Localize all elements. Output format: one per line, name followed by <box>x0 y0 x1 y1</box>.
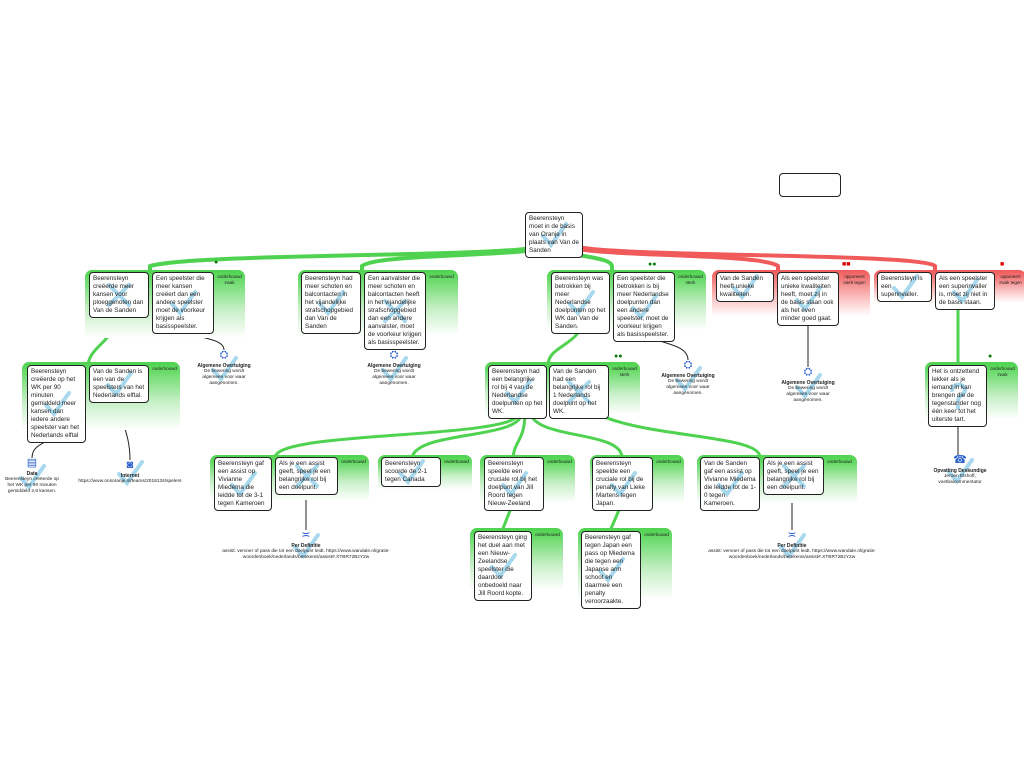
strength-label: onderbouwd <box>535 532 560 537</box>
claim-text: Van de Sanden is een van de speelsters v… <box>93 368 145 399</box>
strength-label: onderbouwd <box>341 459 366 464</box>
strength-label: onderbouwd <box>644 532 669 537</box>
claim-box[interactable]: Beerensteyn ging het duel aan met een Ni… <box>474 531 532 601</box>
strength-label: onderbouwd sterk <box>612 366 637 377</box>
strength-dots-icon: ● <box>988 353 993 360</box>
claim-box[interactable]: Als een speelster een superinvaller is, … <box>935 272 995 310</box>
strength-label: onderbouwd <box>827 459 852 464</box>
claim-box[interactable]: Als je een assist geeft, speel je een be… <box>763 457 824 495</box>
basis-text: assist: vervoer of pass die tot een doel… <box>708 549 876 561</box>
claim-box[interactable]: Beerensteyn speelde een cruciale rol bij… <box>484 457 544 511</box>
people-icon: ⛭ <box>683 359 693 371</box>
strength-dots-icon: ●● <box>648 261 657 268</box>
definition-icon: ≍ <box>787 529 797 541</box>
claim-box[interactable]: Een speelster die betrokken is bij meer … <box>613 272 675 342</box>
strength-label: onderbouwd sterk <box>678 274 703 285</box>
strength-label: onderbouwd <box>152 366 177 371</box>
claim-text: Beerensteyn creëerde op het WK per 90 mi… <box>31 368 79 439</box>
strength-label: onderbouwd zwak <box>990 366 1015 377</box>
claim-text: Een speelster die betrokken is bij meer … <box>617 275 669 338</box>
basis-text: Beerensteyn creëerde op het WK per 90 mi… <box>5 477 59 495</box>
claim-text: Van de Sanden gaf een assist op Vivianne… <box>704 460 756 507</box>
basis-text: De bewering wordt algemeen voor waar aan… <box>372 369 416 387</box>
claim-text: Als je een assist geeft, speel je een be… <box>279 460 331 491</box>
strength-label: onderbouwd <box>429 274 454 279</box>
strength-label: onderbouwd <box>656 459 681 464</box>
claim-box[interactable]: Het is ontzettend lekker als je iemand i… <box>928 365 987 427</box>
claim-text: Als je een assist geeft, speel je een be… <box>767 460 819 491</box>
strength-label: onderbouwd <box>444 459 469 464</box>
globe-icon: ◙ <box>126 459 134 471</box>
map-title-box[interactable] <box>779 173 841 197</box>
strength-label: opponeert sterk tegen <box>843 274 866 285</box>
basis-text: https://www.onsoranje.nl/teams/2018134/s… <box>78 479 182 485</box>
basis-text: De bewering wordt algemeen voor waar aan… <box>666 379 710 397</box>
claim-box[interactable]: Beerensteyn creëerde op het WK per 90 mi… <box>27 365 86 443</box>
claim-text: Het is ontzettend lekker als je iemand i… <box>932 368 982 423</box>
claim-box[interactable]: Een speelster die meer kansen creëert da… <box>152 272 214 334</box>
document-icon: ▤ <box>26 457 38 469</box>
claim-text: Een aanvalster die meer schoten en balco… <box>368 275 422 346</box>
strength-label: opponeert zwak tegen <box>999 274 1022 285</box>
claim-box[interactable]: Beerensteyn gaf een assist op Vivianne M… <box>214 457 272 511</box>
claim-box[interactable]: Als je een assist geeft, speel je een be… <box>275 457 338 495</box>
claim-text: Beerensteyn was betrokken bij meer Neder… <box>555 275 606 330</box>
basis-text: assist: vervoer of pass die tot een doel… <box>222 549 390 561</box>
strength-label: onderbouwd <box>547 459 572 464</box>
claim-text: Beerensteyn gaf tegen Japan een pass op … <box>585 534 635 605</box>
claim-text: Beerensteyn is een superinvaller. <box>881 275 923 298</box>
claim-text: Beerensteyn speelde een cruciale rol bij… <box>488 460 537 507</box>
claim-box[interactable]: Beerensteyn creëerde meer kansen voor pl… <box>89 272 149 318</box>
claim-box[interactable]: Beerensteyn speelde een cruciale rol bij… <box>592 457 653 511</box>
people-icon: ⛭ <box>219 349 229 361</box>
people-icon: ⛭ <box>803 366 813 378</box>
claim-box[interactable]: Van de Sanden had een belangrijke rol bi… <box>549 365 609 419</box>
claim-text: Beerensteyn ging het duel aan met een Ni… <box>478 534 528 597</box>
claim-box[interactable]: Beerensteyn had een belangrijke rol bij … <box>488 365 547 419</box>
claim-text: Van de Sanden had een belangrijke rol bi… <box>553 368 601 415</box>
claim-text: Een speelster die meer kansen creëert da… <box>156 275 206 330</box>
expert-icon: ☎ <box>953 454 967 466</box>
strength-label: onderbouwd zwak <box>217 274 242 285</box>
claim-text: Beerensteyn had meer schoten en balconta… <box>305 275 353 330</box>
main-claim[interactable]: Beerensteyn moet in de basis van Oranje … <box>525 212 583 258</box>
strength-dots-icon: ■■ <box>842 261 851 268</box>
claim-box[interactable]: Beerensteyn scoorde de 2-1 tegen Canada <box>381 457 441 487</box>
claim-text: Beerensteyn speelde een cruciale rol bij… <box>596 460 646 507</box>
claim-box[interactable]: Beerensteyn was betrokken bij meer Neder… <box>551 272 610 334</box>
basis-text: Jeroen Elshoff, voetbalcommentator <box>938 474 982 486</box>
strength-dots-icon: ● <box>214 259 219 266</box>
claim-box[interactable]: Beerensteyn gaf tegen Japan een pass op … <box>581 531 641 609</box>
strength-dots-icon: ■ <box>1000 261 1005 268</box>
claim-text: Beerensteyn had een belangrijke rol bij … <box>492 368 543 415</box>
claim-text: Van de Sanden heeft unieke kwaliteiten. <box>720 275 763 298</box>
people-icon: ⛭ <box>389 349 399 361</box>
claim-box[interactable]: Beerensteyn is een superinvaller. <box>877 272 932 302</box>
claim-box[interactable]: Als een speelster unieke kwaliteiten hee… <box>777 272 839 326</box>
claim-text: Beerensteyn scoorde de 2-1 tegen Canada <box>385 460 428 483</box>
basis-text: De bewering wordt algemeen voor waar aan… <box>786 386 830 404</box>
strength-dots-icon: ●● <box>614 353 623 360</box>
main-claim-text: Beerensteyn moet in de basis van Oranje … <box>529 215 579 254</box>
claim-text: Als een speelster een superinvaller is, … <box>939 275 988 306</box>
claim-box[interactable]: Een aanvalster die meer schoten en balco… <box>364 272 426 350</box>
claim-box[interactable]: Van de Sanden gaf een assist op Vivianne… <box>700 457 760 511</box>
claim-text: Als een speelster unieke kwaliteiten hee… <box>781 275 834 322</box>
claim-box[interactable]: Van de Sanden is een van de speelsters v… <box>89 365 149 403</box>
claim-text: Beerensteyn creëerde meer kansen voor pl… <box>93 275 144 314</box>
claim-text: Beerensteyn gaf een assist op Vivianne M… <box>218 460 265 507</box>
claim-box[interactable]: Van de Sanden heeft unieke kwaliteiten. <box>716 272 774 302</box>
claim-box[interactable]: Beerensteyn had meer schoten en balconta… <box>301 272 361 334</box>
definition-icon: ≍ <box>301 529 311 541</box>
basis-text: De bewering wordt algemeen voor waar aan… <box>202 369 246 387</box>
